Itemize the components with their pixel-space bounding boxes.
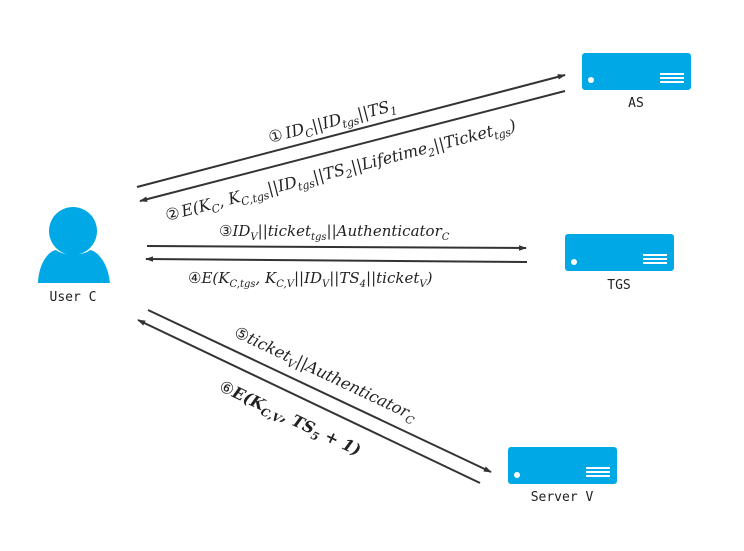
arrow-3 [146, 245, 527, 251]
server-icon [508, 447, 617, 484]
message-2-label: ②E(KC, KC,tgs||IDtgs||TS2||Lifetime2||Ti… [163, 115, 518, 227]
message-3-label: ③IDV||tickettgs||AuthenticatorC [219, 222, 450, 243]
as-label: AS [628, 96, 644, 111]
message-1: ①IDC||IDtgs||TS1 [266, 95, 399, 149]
message-2-number: ② [163, 203, 182, 225]
message-2: ②E(KC, KC,tgs||IDtgs||TS2||Lifetime2||Ti… [163, 115, 518, 227]
server-v-label: Server V [531, 490, 594, 505]
message-1-label: ①IDC||IDtgs||TS1 [266, 95, 399, 149]
message-4: ④E(KC,tgs, KC,V||IDV||TS4||ticketV) [188, 269, 433, 290]
message-4-number: ④ [188, 269, 201, 287]
user-icon [38, 207, 110, 283]
user-label: User C [50, 290, 97, 305]
message-3-number: ③ [219, 222, 232, 240]
arrow-2 [139, 90, 566, 202]
message-4-label: ④E(KC,tgs, KC,V||IDV||TS4||ticketV) [188, 269, 433, 290]
message-3: ③IDV||tickettgs||AuthenticatorC [219, 222, 450, 243]
arrow-6 [137, 319, 481, 484]
tgs-label: TGS [607, 278, 630, 293]
message-1-number: ① [266, 125, 285, 147]
server-icon [565, 234, 674, 271]
arrow-5 [147, 309, 492, 473]
arrow-4 [145, 256, 528, 263]
server-icon [582, 53, 691, 90]
arrow-1 [136, 74, 566, 188]
